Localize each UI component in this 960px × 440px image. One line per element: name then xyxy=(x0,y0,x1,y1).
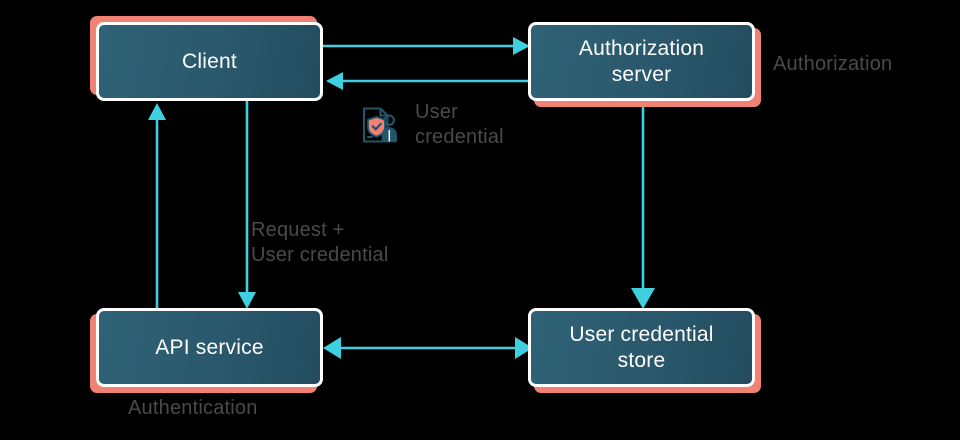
node-api-service-label: API service xyxy=(155,335,264,359)
arrow-api-service-to-client xyxy=(148,103,166,312)
annotation-user-credential-group: User credential xyxy=(357,100,504,150)
arrow-authorization-server-to-user-credential-store xyxy=(631,100,655,309)
node-user-credential-store-panel: User credential store xyxy=(528,308,755,387)
node-client-panel: Client xyxy=(96,22,323,101)
node-api-service[interactable]: API service xyxy=(90,308,323,393)
annotation-request-user-credential: Request + User credential xyxy=(251,219,389,266)
arrow-client-to-api-service xyxy=(238,100,256,309)
node-user-credential-store[interactable]: User credential store xyxy=(528,308,761,393)
arrow-authorization-server-to-client xyxy=(326,72,533,90)
node-user-credential-store-label: User credential store xyxy=(569,322,714,372)
arrow-api-service-to-user-credential-store xyxy=(323,337,533,359)
node-client-label: Client xyxy=(182,49,237,73)
document-shield-user-icon xyxy=(362,107,397,143)
arrow-client-to-authorization-server xyxy=(323,37,530,55)
annotation-authentication: Authentication xyxy=(128,397,258,419)
node-authorization-server-label: Authorization server xyxy=(578,36,705,86)
node-api-service-panel: API service xyxy=(96,308,323,387)
node-authorization-server-panel: Authorization server xyxy=(528,22,755,101)
annotation-authorization: Authorization xyxy=(773,53,893,75)
node-authorization-server[interactable]: Authorization server xyxy=(528,22,761,107)
annotation-user-credential: User credential xyxy=(415,101,504,148)
node-client[interactable]: Client xyxy=(90,16,323,101)
